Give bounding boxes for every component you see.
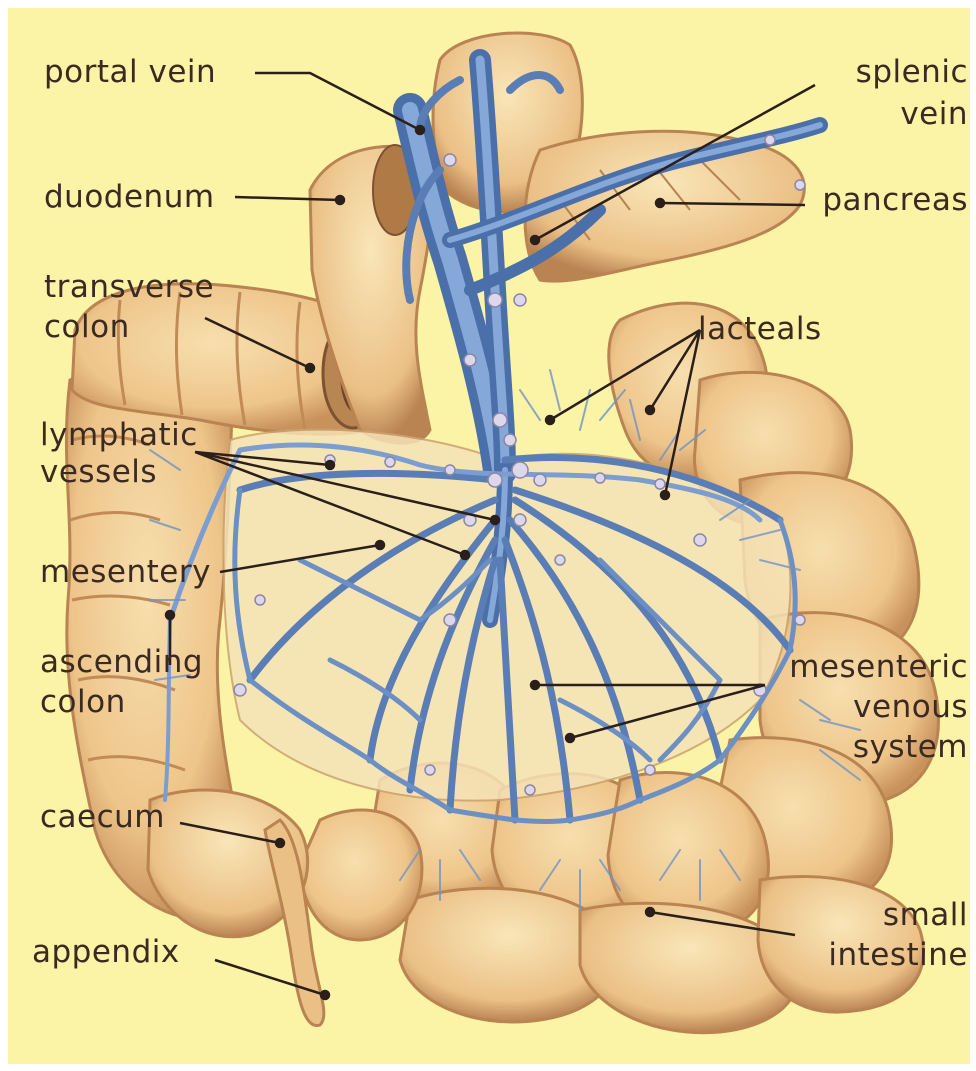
label-small-intestine-line1: small xyxy=(790,898,968,932)
label-pancreas: pancreas xyxy=(800,183,968,217)
label-transverse-colon-line2: colon xyxy=(44,310,130,344)
label-splenic-vein-line1: splenic xyxy=(820,55,968,89)
label-splenic-vein-line2: vein xyxy=(820,97,968,131)
label-lacteals: lacteals xyxy=(698,312,822,346)
label-ascending-colon-line2: colon xyxy=(40,685,126,719)
label-mesenteric-venous-system-line2: venous xyxy=(740,690,968,724)
label-mesentery: mesentery xyxy=(40,555,211,589)
label-mesenteric-venous-system-line3: system xyxy=(740,730,968,764)
label-transverse-colon-line1: transverse xyxy=(44,270,214,304)
label-appendix: appendix xyxy=(32,935,180,969)
label-mesenteric-venous-system-line1: mesenteric xyxy=(740,650,968,684)
label-duodenum: duodenum xyxy=(44,180,215,214)
label-portal-vein: portal vein xyxy=(44,55,216,89)
label-lymphatic-vessels-line2: vessels xyxy=(40,455,157,489)
label-lymphatic-vessels-line1: lymphatic xyxy=(40,418,198,452)
label-caecum: caecum xyxy=(40,800,165,834)
label-ascending-colon-line1: ascending xyxy=(40,645,203,679)
label-small-intestine-line2: intestine xyxy=(790,938,968,972)
